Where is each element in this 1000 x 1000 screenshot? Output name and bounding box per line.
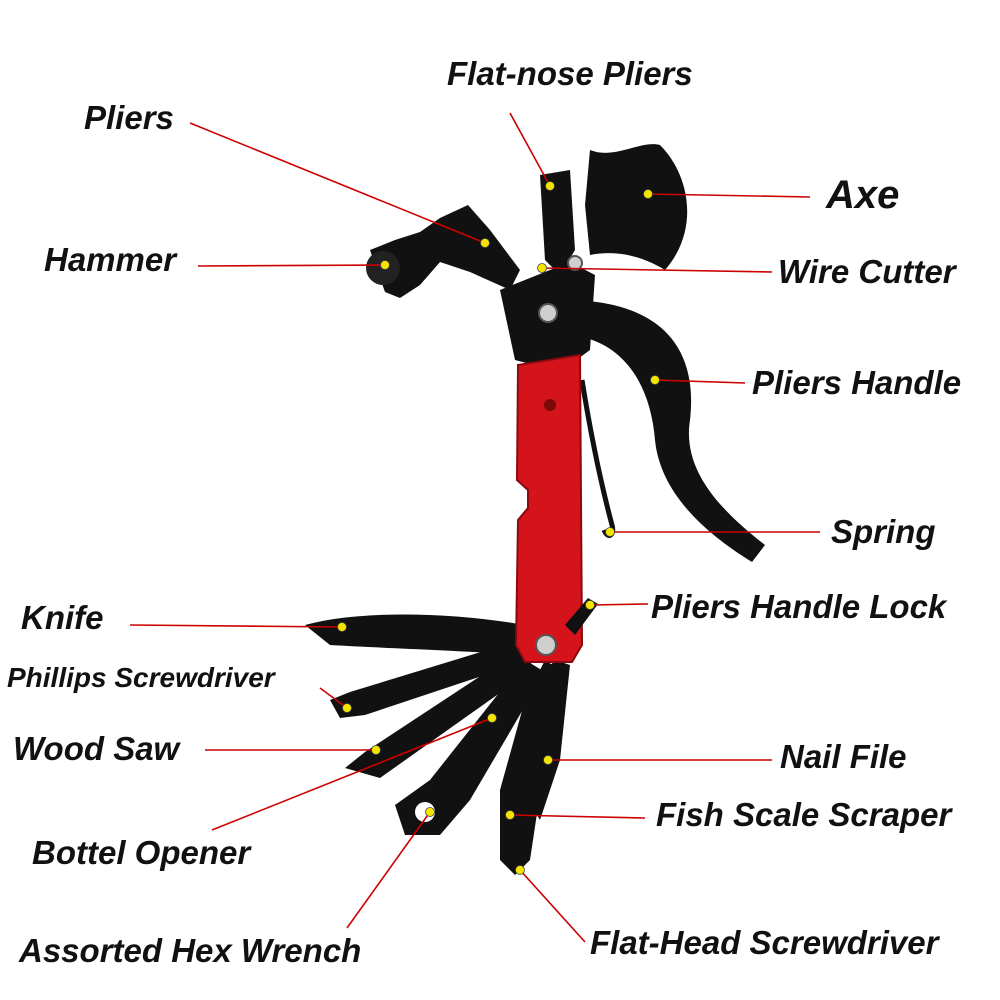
leader-lines [129, 112, 820, 943]
label-pliers: Pliers [84, 99, 174, 136]
label-wood-saw: Wood Saw [13, 730, 180, 767]
knife-blade [305, 614, 525, 655]
label-bottel-opener: Bottel Opener [32, 834, 251, 871]
label-pliers-handle-lock: Pliers Handle Lock [651, 588, 947, 625]
red-handle [514, 353, 584, 663]
label-spring: Spring [831, 513, 936, 550]
nail-file-blade [528, 660, 570, 820]
flat-nose-jaw [540, 170, 575, 275]
label-axe: Axe [826, 173, 900, 217]
label-wire-cutter: Wire Cutter [778, 253, 956, 290]
label-knife: Knife [21, 599, 104, 636]
handle-rivet [544, 399, 556, 411]
pliers-handle-arm [565, 300, 765, 562]
marker-dots [337, 181, 660, 875]
label-assorted-hex-wrench: Assorted Hex Wrench [19, 932, 362, 969]
label-fish-scale-scraper: Fish Scale Scraper [656, 796, 952, 833]
label-flat-nose-pliers: Flat-nose Pliers [447, 55, 693, 92]
label-phillips-screwdriver: Phillips Screwdriver [7, 662, 275, 693]
hammer-head [370, 205, 520, 298]
spring-wire [579, 379, 616, 538]
label-nail-file: Nail File [780, 738, 907, 775]
pivot-rivet-cutter [567, 255, 583, 271]
pivot-rivet-bottom [535, 634, 557, 656]
pivot-rivet-top [538, 303, 558, 323]
phillips-screwdriver-blade [330, 640, 530, 718]
multitool-illustration [305, 144, 765, 875]
wood-saw-blade [345, 650, 535, 778]
label-hammer: Hammer [44, 241, 177, 278]
label-flat-head-screwdriver: Flat-Head Screwdriver [590, 924, 939, 961]
label-pliers-handle: Pliers Handle [752, 364, 962, 401]
axe-blade [585, 144, 688, 270]
hex-wrench-hole [415, 802, 435, 822]
bottle-opener-blade [395, 660, 545, 835]
